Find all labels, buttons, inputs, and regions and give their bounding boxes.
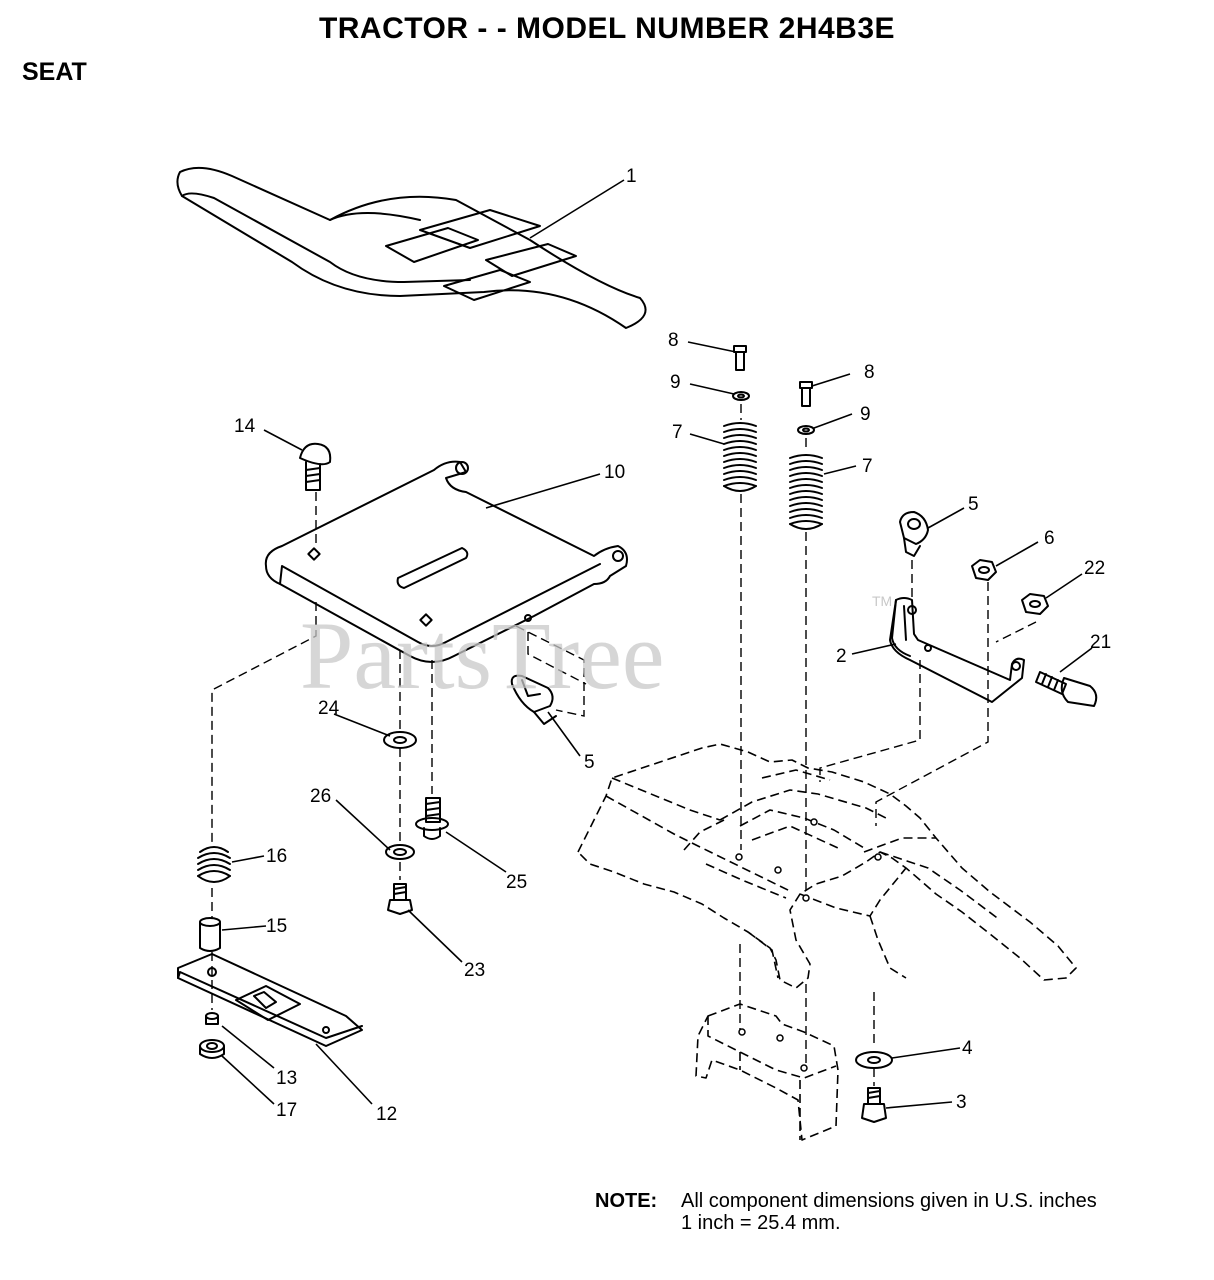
spacer-part-13[interactable]	[205, 1012, 219, 1025]
frame-holes	[735, 818, 882, 1072]
callout-17: 17	[276, 1100, 297, 1121]
callout-12: 12	[376, 1104, 397, 1125]
tractor-frame	[577, 743, 1077, 1141]
callout-7-left: 7	[672, 422, 683, 443]
bolt-part-8-right[interactable]	[799, 381, 813, 407]
spring-part-7-left[interactable]	[723, 422, 757, 492]
leader-lines	[221, 179, 1093, 1109]
washer-part-24[interactable]	[383, 731, 417, 749]
bolt-part-3[interactable]	[861, 1087, 887, 1123]
svg-text:TM: TM	[872, 593, 892, 609]
callout-21: 21	[1090, 632, 1111, 653]
section-title: SEAT	[22, 58, 87, 86]
callout-5-left: 5	[584, 752, 595, 773]
callout-5-right: 5	[968, 494, 979, 515]
washer-part-26[interactable]	[385, 844, 415, 860]
callout-2: 2	[836, 646, 847, 667]
spring-part-16[interactable]	[197, 846, 231, 883]
callout-26: 26	[310, 786, 331, 807]
callout-4: 4	[962, 1038, 973, 1059]
callout-6: 6	[1044, 528, 1055, 549]
nut-part-17[interactable]	[199, 1039, 225, 1059]
seat-pan-part[interactable]	[264, 460, 628, 663]
alignment-lines	[211, 404, 1037, 1086]
seat-part[interactable]	[176, 166, 647, 329]
callout-9-right: 9	[860, 404, 871, 425]
nut-part-22[interactable]	[1021, 593, 1049, 615]
washer-part-4[interactable]	[855, 1051, 893, 1069]
note-line-2: 1 inch = 25.4 mm.	[681, 1212, 841, 1234]
callout-22: 22	[1084, 558, 1105, 579]
note-line-1: All component dimensions given in U.S. i…	[681, 1190, 1097, 1212]
bolt-part-14[interactable]	[299, 442, 332, 491]
callout-16: 16	[266, 846, 287, 867]
callout-25: 25	[506, 872, 527, 893]
callout-15: 15	[266, 916, 287, 937]
callout-8-right: 8	[864, 362, 875, 383]
callout-24: 24	[318, 698, 340, 719]
callout-14: 14	[234, 416, 256, 437]
callout-7-right: 7	[862, 456, 873, 477]
nut-part-6[interactable]	[971, 559, 997, 581]
callout-labels: 1 2 3 4 5 5 6 7 7 8 8 9 9 10 12 13 14 15…	[234, 166, 1111, 1125]
callout-10: 10	[604, 462, 625, 483]
spring-part-7-right[interactable]	[789, 454, 823, 530]
bolt-part-25[interactable]	[415, 797, 449, 840]
bolt-part-23[interactable]	[387, 883, 413, 915]
bolt-part-8-left[interactable]	[733, 345, 747, 371]
svg-text:PartsTree: PartsTree	[300, 602, 664, 709]
callout-1: 1	[626, 166, 637, 187]
callout-8-left: 8	[668, 330, 679, 351]
dimension-note: NOTE: All component dimensions given in U…	[595, 1190, 1097, 1234]
note-label: NOTE:	[595, 1190, 658, 1212]
spacer-part-15[interactable]	[199, 917, 221, 952]
bolt-part-21[interactable]	[1035, 671, 1098, 707]
washer-part-9-left[interactable]	[732, 391, 750, 401]
bracket-part-12[interactable]	[177, 953, 363, 1047]
callout-9-left: 9	[670, 372, 681, 393]
washer-part-9-right[interactable]	[797, 425, 815, 435]
callout-23: 23	[464, 960, 485, 981]
watermark: PartsTree TM	[300, 593, 892, 709]
bracket-part-2[interactable]	[889, 597, 1025, 703]
clip-part-5-right[interactable]	[899, 511, 929, 557]
callout-13: 13	[276, 1068, 297, 1089]
callout-3: 3	[956, 1092, 967, 1113]
page-title: TRACTOR - - MODEL NUMBER 2H4B3E	[318, 12, 896, 45]
